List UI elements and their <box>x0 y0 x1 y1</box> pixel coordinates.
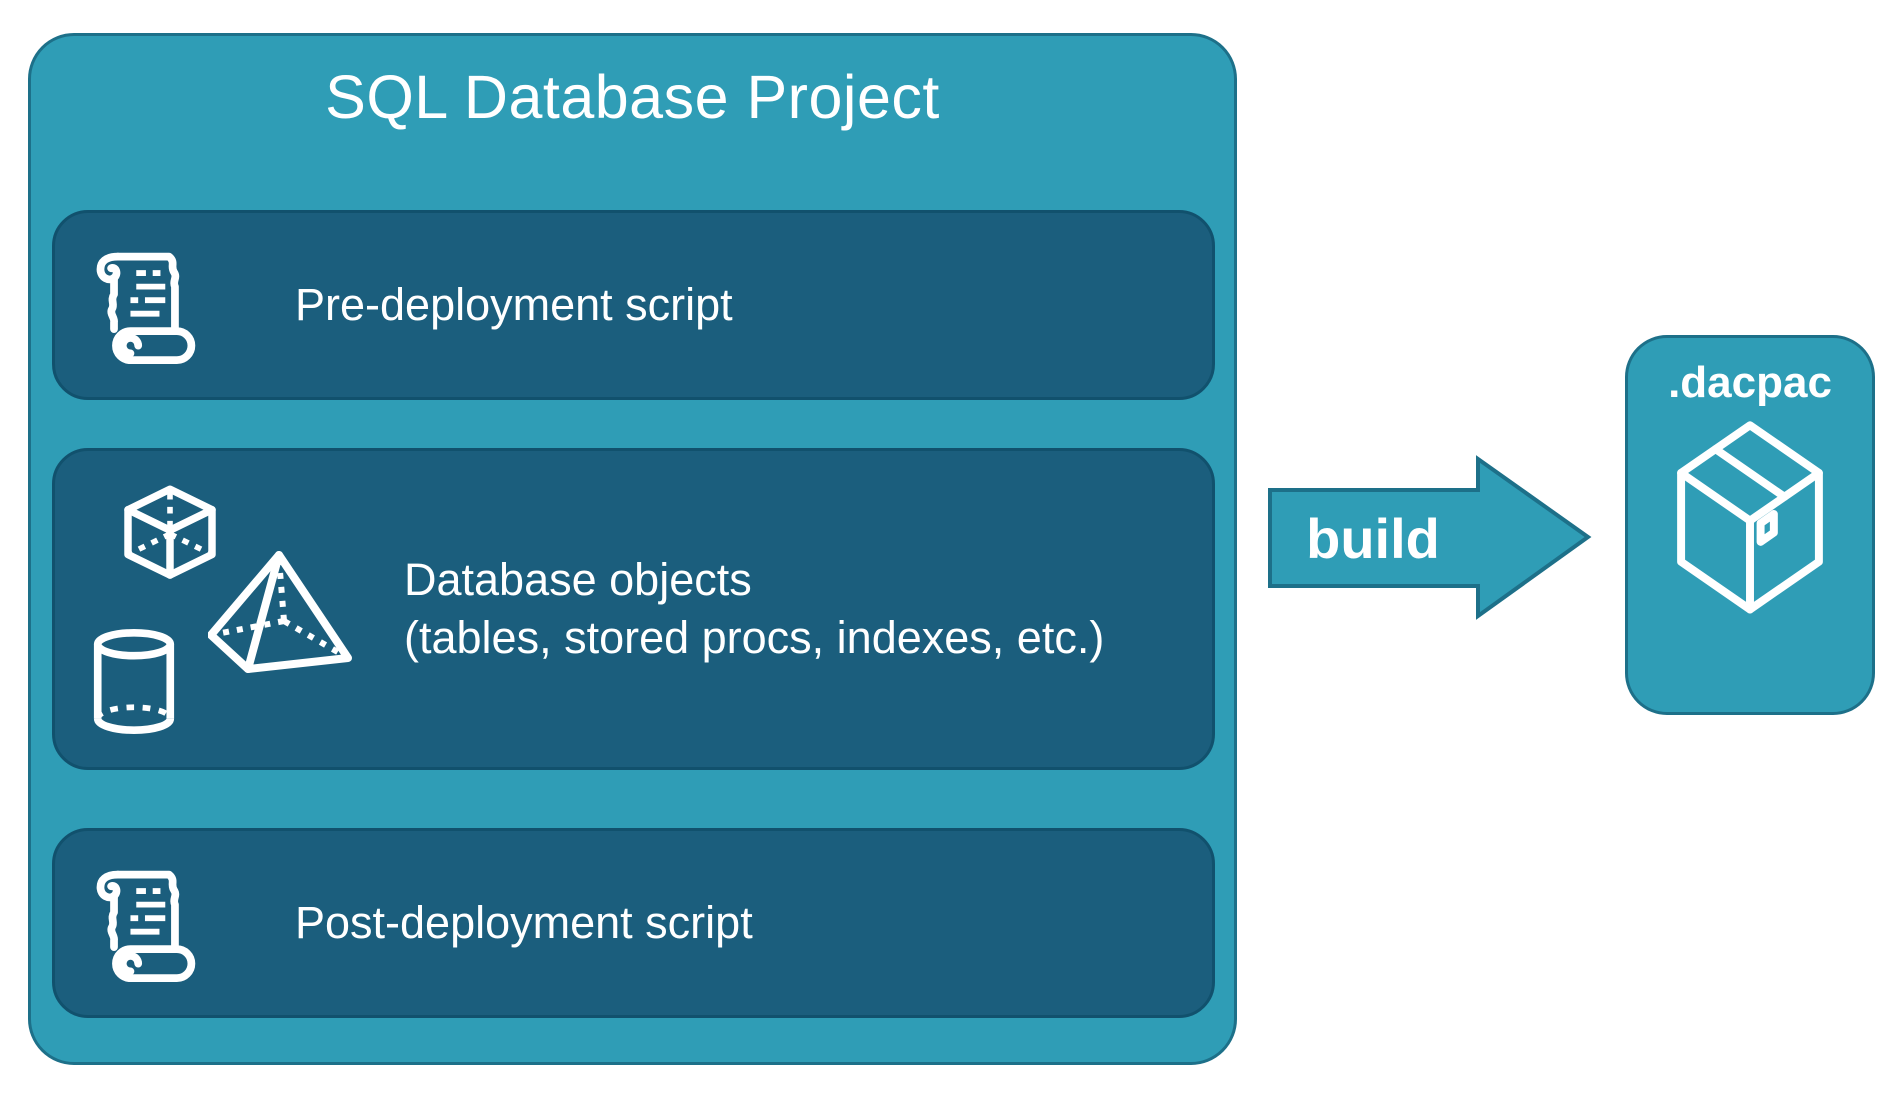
cube-icon <box>124 485 216 579</box>
panel-database-objects-line1: Database objects <box>404 554 752 605</box>
panel-database-objects-label: Database objects (tables, stored procs, … <box>404 551 1104 667</box>
dacpac-title: .dacpac <box>1668 358 1832 407</box>
panel-post-deployment-label: Post-deployment script <box>295 897 753 948</box>
panel-pre-deployment: Pre-deployment script <box>52 210 1215 400</box>
package-icon <box>1677 421 1823 614</box>
panel-pre-deployment-label: Pre-deployment script <box>295 279 733 330</box>
sql-database-project-container: SQL Database Project Pre-deploymen <box>28 33 1237 1065</box>
dacpac-box: .dacpac <box>1625 335 1875 715</box>
scroll-icon <box>96 870 196 982</box>
right-arrow-icon <box>1268 455 1592 620</box>
project-title: SQL Database Project <box>325 63 940 131</box>
build-arrow: build <box>1268 455 1592 620</box>
cylinder-icon <box>93 629 175 734</box>
panel-database-objects: Database objects (tables, stored procs, … <box>52 448 1215 770</box>
scroll-icon <box>96 252 196 364</box>
panel-post-deployment: Post-deployment script <box>52 828 1215 1018</box>
build-label: build <box>1306 506 1440 570</box>
pyramid-icon <box>208 551 352 673</box>
panel-database-objects-line2: (tables, stored procs, indexes, etc.) <box>404 612 1105 663</box>
